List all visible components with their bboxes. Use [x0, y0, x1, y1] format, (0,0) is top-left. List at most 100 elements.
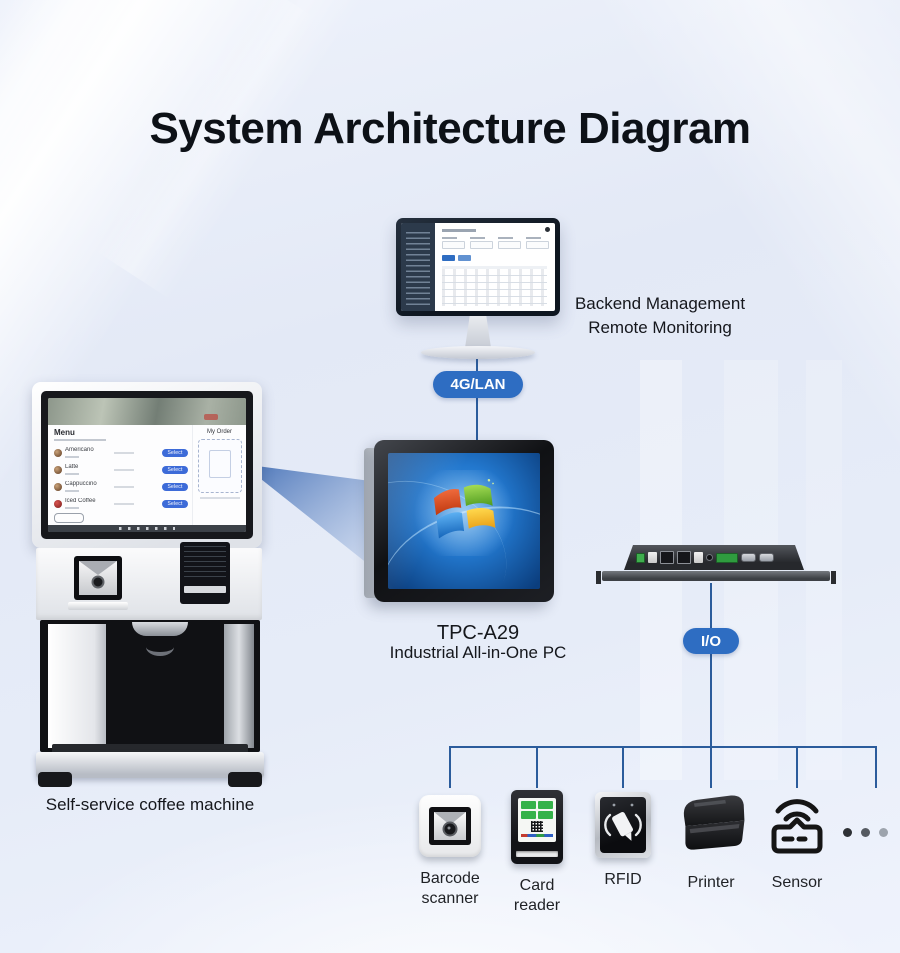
machine-right-column: [224, 624, 254, 748]
item-thumb: [54, 482, 62, 491]
select-button: Select: [162, 465, 188, 474]
kiosk-screen-frame: Menu Americano Select Latte: [32, 382, 262, 548]
ethernet-port: [660, 551, 674, 564]
menu-item-row: Latte Select: [54, 461, 188, 478]
item-name: Cappuccino: [65, 481, 97, 488]
peripheral-label: Card reader: [513, 877, 561, 914]
monitor-stand-base: [421, 346, 535, 359]
pc-type: Industrial All-in-One PC: [389, 643, 567, 662]
bg-light-column: [724, 360, 778, 780]
coffee-machine-caption: Self-service coffee machine: [45, 795, 255, 814]
kiosk-menu-list: Menu Americano Select Latte: [48, 425, 192, 525]
scanner-tray: [68, 602, 128, 610]
rfid-reader-icon: [595, 792, 651, 858]
peripheral-sensor: Sensor: [752, 790, 842, 893]
kiosk-banner-photo: [48, 398, 246, 426]
kiosk-screen-ui: Menu Americano Select Latte: [48, 398, 246, 532]
kiosk-nav-bar: [48, 525, 246, 532]
dashboard-filters: [442, 237, 549, 249]
pc-screen-windows-desktop: [388, 453, 540, 589]
item-name: Americano: [65, 447, 94, 454]
dashboard-avatar: [545, 227, 550, 232]
peripheral-printer: Printer: [666, 790, 756, 893]
spout-handle: [146, 638, 174, 656]
connector-pc-to-bus: [710, 583, 712, 747]
machine-base-tray: [36, 752, 264, 778]
dashboard-sidebar: [401, 223, 435, 311]
dashboard-main: [435, 223, 555, 311]
backend-caption-line1: Backend Management: [574, 294, 746, 313]
receipt-printer-icon: [683, 795, 745, 850]
dashboard-buttons: [442, 255, 471, 261]
serial-port: [759, 553, 774, 562]
peripheral-label: Printer: [687, 874, 735, 891]
backend-monitor-screen: [396, 218, 560, 316]
panel-pc-front-edge: [602, 571, 830, 581]
audio-jack: [706, 554, 713, 561]
usb-ports: [648, 552, 657, 563]
item-thumb: [54, 448, 62, 457]
select-button: Select: [162, 482, 188, 491]
kiosk-order-title: My Order: [206, 429, 232, 436]
backend-caption-line2: Remote Monitoring: [588, 318, 732, 337]
ethernet-port: [677, 551, 691, 564]
bus-drop-sensor: [796, 746, 798, 788]
bus-drop-printer: [710, 746, 712, 788]
item-thumb: [54, 465, 62, 474]
panel-end-cap: [596, 571, 601, 584]
bg-light-column: [806, 360, 842, 780]
dashboard-table: [442, 266, 547, 306]
more-devices-ellipsis: [843, 828, 900, 837]
card-reader-icon: [511, 790, 563, 864]
machine-foot: [228, 772, 262, 787]
receipt-paper: [184, 546, 226, 580]
coffee-spout: [132, 622, 188, 636]
language-button: [54, 513, 84, 524]
peripheral-label: Barcode scanner: [420, 870, 480, 907]
windows-logo-glow: [404, 469, 524, 556]
bus-drop-more: [875, 746, 877, 788]
iot-sensor-icon: [771, 799, 823, 854]
barcode-scanner-icon: [419, 795, 481, 857]
industrial-pc: [374, 440, 554, 602]
connector-monitor-to-pc: [476, 354, 478, 442]
io-terminal-block: [716, 552, 738, 563]
bus-drop-card: [536, 746, 538, 788]
backend-caption: Backend Management Remote Monitoring: [535, 292, 785, 340]
backend-dashboard: [401, 223, 555, 311]
menu-item-row: Americano Select: [54, 444, 188, 461]
pc-model: TPC-A29: [436, 622, 520, 644]
peripheral-card-reader: Card reader: [492, 790, 582, 916]
backend-monitor: [396, 218, 560, 316]
peripheral-barcode-scanner: Barcode scanner: [405, 790, 495, 909]
menu-item-row: Cappuccino Select: [54, 478, 188, 495]
item-thumb: [54, 499, 62, 508]
bus-drop-rfid: [622, 746, 624, 788]
select-button: Select: [162, 448, 188, 457]
zoom-callout-wedge: [242, 464, 378, 572]
kiosk-screen-bezel: Menu Americano Select Latte: [41, 391, 253, 539]
menu-item-row: Iced Coffee Select: [54, 495, 188, 512]
kiosk-menu-title: Menu: [54, 428, 75, 438]
order-caption-bar: [199, 497, 240, 500]
windows-logo-icon: [433, 479, 496, 539]
machine-left-column: [48, 624, 106, 748]
coffee-machine: Menu Americano Select Latte: [28, 380, 272, 792]
machine-foot: [38, 772, 72, 787]
drip-tray-recess: [52, 744, 248, 754]
peripheral-rfid: RFID: [578, 790, 668, 890]
peripheral-label: Sensor: [771, 874, 823, 891]
order-cart-placeholder: [197, 439, 242, 494]
dashboard-heading-bar: [442, 229, 476, 232]
receipt-slot: [184, 586, 226, 593]
kiosk-menu-subtitle-bar: [54, 439, 106, 442]
peripheral-bus-line: [449, 746, 877, 748]
wan-link-badge: 4G/LAN: [433, 371, 523, 398]
power-terminal-port: [636, 552, 645, 563]
panel-end-cap: [831, 571, 836, 584]
panel-pc-side-view: [624, 545, 804, 570]
item-name: Iced Coffee: [65, 498, 96, 505]
peripheral-label: RFID: [604, 871, 642, 888]
machine-receipt-printer: [180, 542, 230, 604]
